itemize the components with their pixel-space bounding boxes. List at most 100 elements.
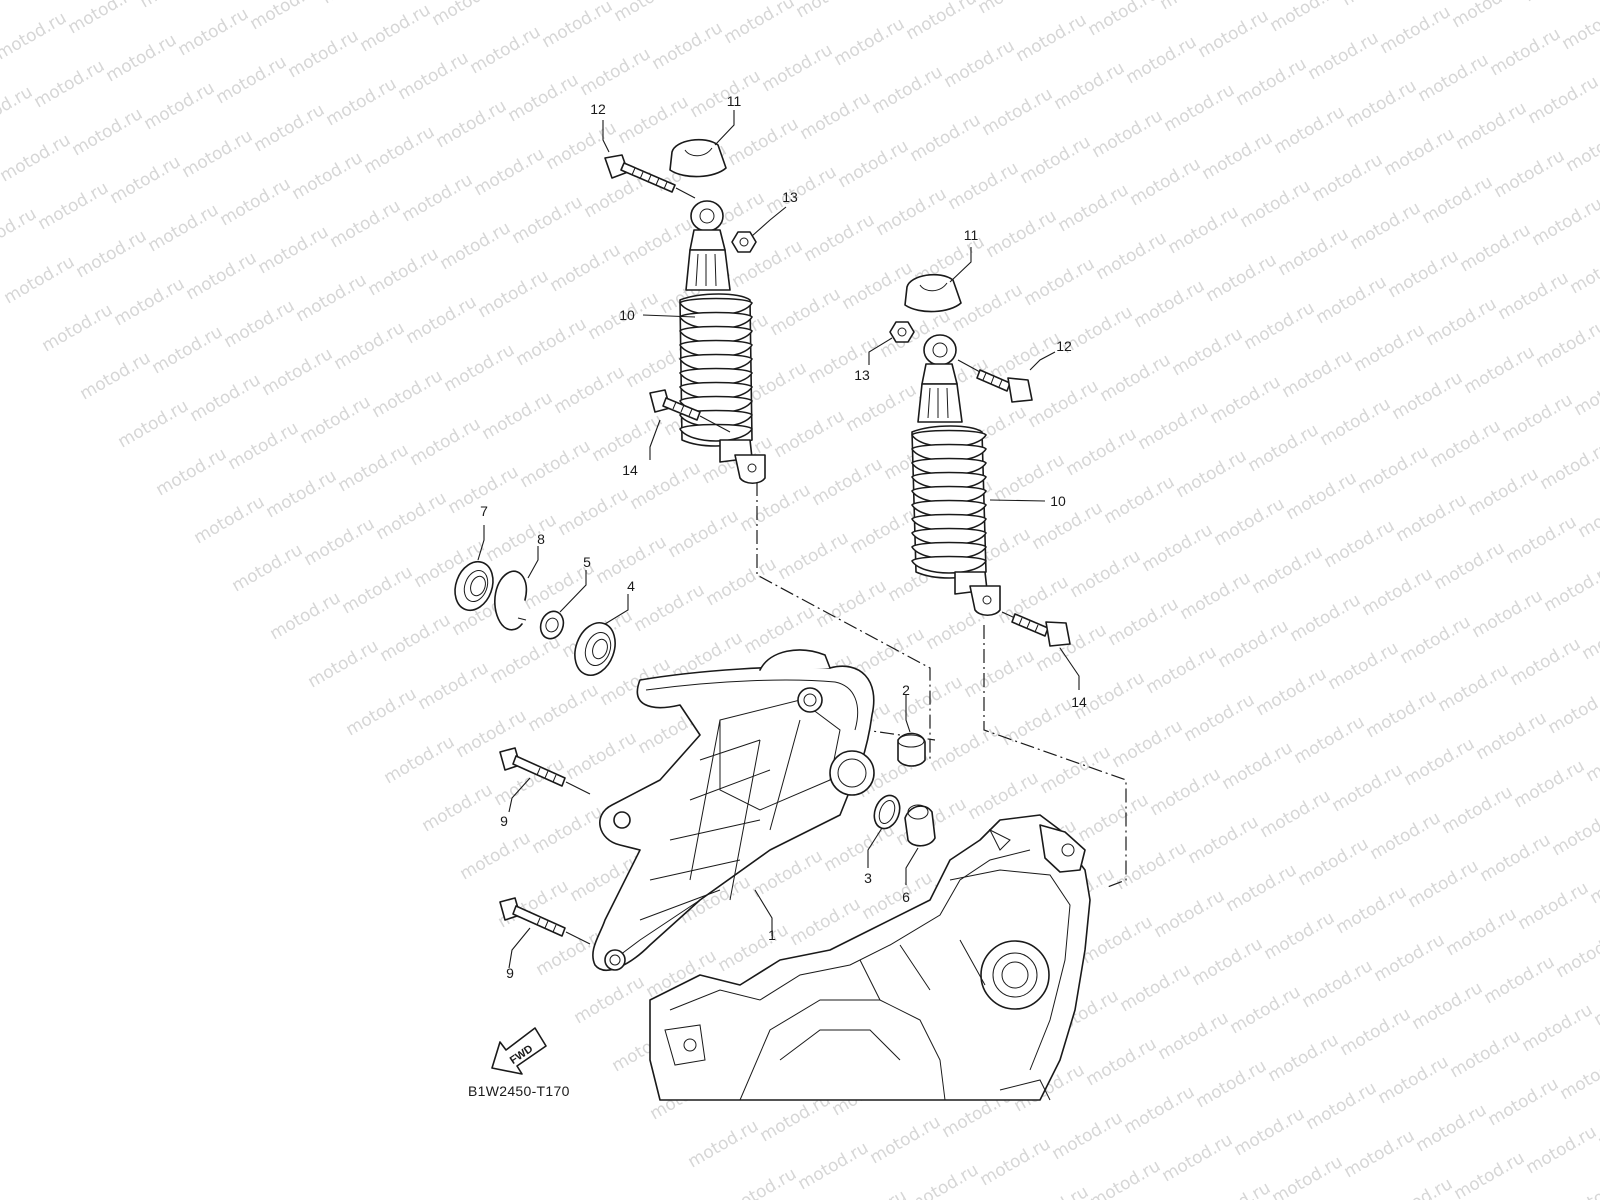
watermark-text: motod.ru [987, 328, 1065, 384]
watermark-text: motod.ru [1333, 882, 1411, 938]
watermark-text: motod.ru [961, 646, 1039, 702]
watermark-text: motod.ru [1453, 98, 1531, 154]
watermark-text: motod.ru [1303, 1078, 1381, 1134]
watermark-text: motod.ru [437, 218, 515, 274]
watermark-text: motod.ru [1375, 1052, 1453, 1108]
watermark-text: motod.ru [361, 122, 439, 178]
watermark-text: motod.ru [1037, 742, 1115, 798]
watermark-text: motod.ru [571, 972, 649, 1028]
watermark-text: motod.ru [529, 802, 607, 858]
watermark-text: motod.ru [1079, 912, 1157, 968]
watermark-text: motod.ru [1291, 712, 1369, 768]
watermark-text: motod.ru [179, 126, 257, 182]
callout-5: 5 [583, 554, 591, 570]
watermark-text: motod.ru [1413, 1100, 1491, 1156]
watermark-text: motod.ru [1487, 24, 1565, 80]
watermark-text: motod.ru [335, 440, 413, 496]
watermark-text: motod.ru [1495, 268, 1573, 324]
watermark-text: motod.ru [1351, 320, 1429, 376]
watermark-text: motod.ru [979, 84, 1057, 140]
watermark-text: motod.ru [1329, 760, 1407, 816]
watermark-text: motod.ru [1533, 316, 1600, 372]
watermark-text: motod.ru [433, 96, 511, 152]
watermark-text: motod.ru [1485, 1074, 1563, 1130]
watermark-text: motod.ru [377, 610, 455, 666]
watermark-text: motod.ru [1305, 28, 1383, 84]
watermark-text: motod.ru [977, 1134, 1055, 1190]
watermark-text: motod.ru [0, 204, 40, 260]
watermark-text: motod.ru [1457, 220, 1535, 276]
watermark-text: motod.ru [73, 226, 151, 282]
watermark-text: motod.ru [77, 348, 155, 404]
watermark-text: motod.ru [319, 0, 397, 8]
watermark-text: motod.ru [889, 672, 967, 728]
watermark-text: motod.ru [1237, 176, 1315, 232]
watermark-text: motod.ru [1469, 586, 1547, 642]
watermark-text: motod.ru [419, 780, 497, 836]
watermark-text: motod.ru [403, 292, 481, 348]
watermark-text: motod.ru [1269, 1152, 1347, 1200]
watermark-text: motod.ru [35, 178, 113, 234]
watermark-text: motod.ru [1299, 956, 1377, 1012]
watermark-text: motod.ru [501, 0, 579, 4]
watermark-text: motod.ru [107, 152, 185, 208]
nut-part-13-right [889, 321, 915, 343]
watermark-text: motod.ru [1089, 106, 1167, 162]
shock-absorber-left [679, 200, 766, 485]
bolt-part-9-lower [499, 897, 591, 945]
watermark-text: motod.ru [1157, 0, 1235, 14]
callout-1: 1 [768, 927, 776, 943]
watermark-text: motod.ru [1587, 852, 1600, 908]
watermark-text: motod.ru [1193, 1056, 1271, 1112]
watermark-text: motod.ru [1097, 350, 1175, 406]
watermark-text: motod.ru [1309, 150, 1387, 206]
watermark-text: motod.ru [1083, 1034, 1161, 1090]
watermark-text: motod.ru [297, 392, 375, 448]
watermark-text: motod.ru [1511, 756, 1589, 812]
watermark-text: motod.ru [263, 466, 341, 522]
watermark-text: motod.ru [1051, 58, 1129, 114]
watermark-text: motod.ru [1155, 1008, 1233, 1064]
watermark-text: motod.ru [1195, 6, 1273, 62]
watermark-text: motod.ru [1549, 804, 1600, 860]
watermark-text: motod.ru [111, 274, 189, 330]
watermark-text: motod.ru [1363, 686, 1441, 742]
watermark-text: motod.ru [221, 296, 299, 352]
watermark-text: motod.ru [175, 4, 253, 60]
watermark-text: motod.ru [1409, 978, 1487, 1034]
watermark-text: motod.ru [1381, 124, 1459, 180]
watermark-text: motod.ru [721, 0, 799, 48]
callout-9-upper: 9 [500, 813, 508, 829]
seal-part-6 [454, 560, 494, 612]
shock-absorber-right [911, 334, 1001, 617]
watermark-text: motod.ru [1583, 730, 1600, 786]
callout-14-right: 14 [1071, 694, 1087, 710]
watermark-text: motod.ru [1367, 808, 1445, 864]
watermark-text: motod.ru [323, 74, 401, 130]
watermark-text: motod.ru [831, 14, 909, 70]
watermark-text: motod.ru [793, 0, 871, 22]
watermark-text: motod.ru [1553, 926, 1600, 982]
watermark-text: motod.ru [247, 0, 325, 34]
watermark-text: motod.ru [69, 104, 147, 160]
watermark-text: motod.ru [429, 0, 507, 30]
watermark-text: motod.ru [1337, 1004, 1415, 1060]
watermark-text: motod.ru [1575, 486, 1600, 542]
watermark-text: motod.ru [293, 270, 371, 326]
watermark-text: motod.ru [1405, 856, 1483, 912]
watermark-text: motod.ru [149, 322, 227, 378]
watermark-text: motod.ru [1541, 560, 1600, 616]
callout-12-left: 12 [590, 101, 606, 117]
watermark-text: motod.ru [381, 732, 459, 788]
watermark-text: motod.ru [225, 418, 303, 474]
bolt-part-14-left [649, 389, 731, 433]
watermark-text: motod.ru [1249, 542, 1327, 598]
watermark-text: motod.ru [1147, 764, 1225, 820]
watermark-text: motod.ru [183, 248, 261, 304]
watermark-text: motod.ru [1473, 708, 1551, 764]
watermark-text: motod.ru [1567, 242, 1600, 298]
watermark-text: motod.ru [1169, 324, 1247, 380]
callout-11-right: 11 [964, 227, 979, 243]
watermark-text: motod.ru [1173, 446, 1251, 502]
watermark-text: motod.ru [399, 170, 477, 226]
